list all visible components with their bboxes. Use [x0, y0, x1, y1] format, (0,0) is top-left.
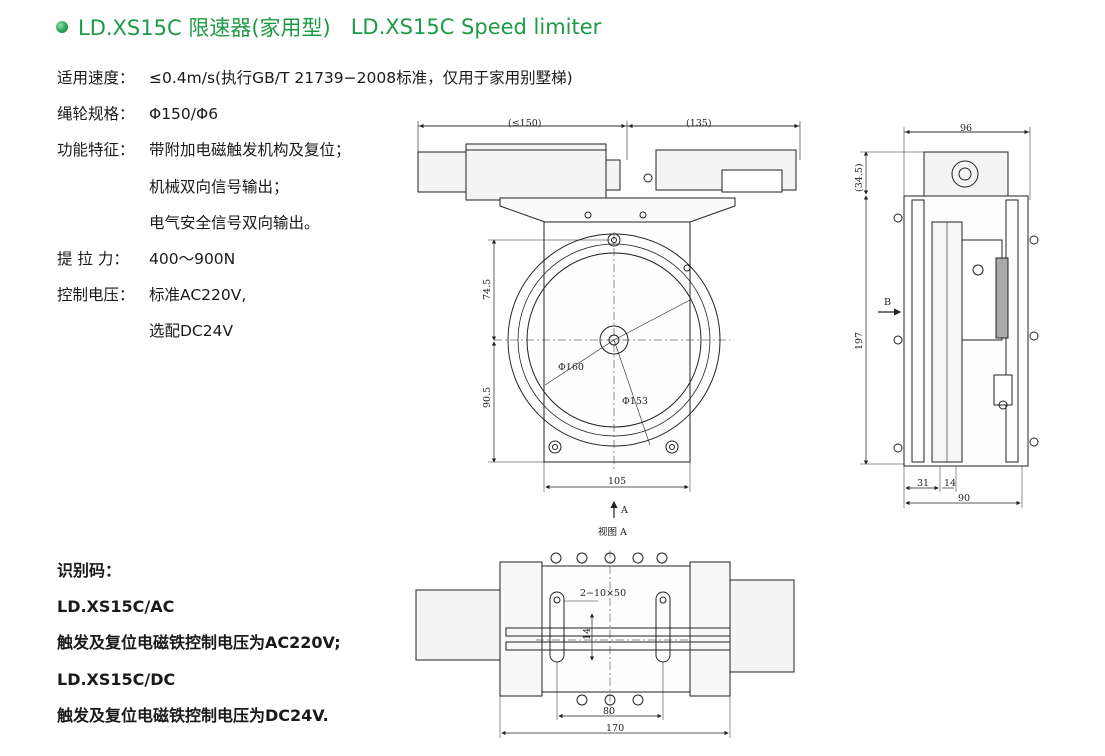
view-a-label: 视图 A [598, 526, 627, 538]
green-bullet-icon [56, 21, 68, 33]
dim-label: 90 [958, 493, 970, 504]
view-a [415, 550, 795, 738]
spec-row-continuation: 电气安全信号双向输出。 [57, 205, 573, 241]
id-line: LD.XS15C/DC [57, 669, 176, 689]
dim-label: 170 [606, 723, 624, 734]
title-english: LD.XS15C Speed limiter [350, 15, 602, 39]
dim-label: (≤150) [508, 118, 542, 129]
spec-row-voltage: 控制电压： 标准AC220V, [57, 277, 573, 313]
arrow-label: A [620, 505, 628, 516]
dim-label: 197 [854, 332, 865, 350]
spec-row-sheave: 绳轮规格： Φ150/Φ6 [57, 96, 573, 132]
spec-row-features: 功能特征： 带附加电磁触发机构及复位； [57, 132, 573, 168]
spec-row-continuation: 机械双向信号输出； [57, 169, 573, 205]
spec-label: 提 拉 力： [57, 250, 129, 269]
dim-label: 80 [603, 706, 615, 717]
id-line: 触发及复位电磁铁控制电压为DC24V. [57, 705, 329, 725]
spec-value: 带附加电磁触发机构及复位； [149, 141, 351, 160]
dim-label: 14 [944, 478, 956, 489]
slot-label: 2−10×50 [580, 588, 626, 599]
dim-label: 90.5 [482, 387, 493, 408]
spec-label: 功能特征： [57, 141, 135, 160]
front-view [417, 121, 801, 518]
spec-label: 控制电压： [57, 286, 135, 305]
spec-row-pull-force: 提 拉 力： 400～900N [57, 241, 573, 277]
spec-value: 400～900N [149, 250, 236, 269]
arrow-label: B [884, 297, 891, 308]
dim-label: 74.5 [482, 279, 493, 300]
id-heading: 识别码： [57, 561, 122, 580]
side-view [860, 127, 1039, 508]
dim-label: 14 [582, 628, 593, 640]
dim-label: 96 [960, 123, 972, 134]
dim-label: (34.5) [854, 163, 865, 192]
id-line: LD.XS15C/AC [57, 597, 175, 617]
dim-label: (135) [686, 118, 712, 129]
dim-label: 105 [608, 476, 626, 487]
spec-value: 电气安全信号双向输出。 [149, 213, 320, 232]
dim-label: 31 [917, 478, 929, 489]
spec-row-continuation: 选配DC24V [57, 313, 573, 349]
spec-value: 机械双向信号输出； [149, 177, 289, 196]
title-chinese: LD.XS15C 限速器(家用型) [78, 16, 331, 40]
spec-value: ≤0.4m/s(执行GB/T 21739−2008标准，仅用于家用别墅梯) [149, 69, 573, 87]
id-line: 触发及复位电磁铁控制电压为AC220V; [57, 633, 341, 653]
section-title: LD.XS15C 限速器(家用型) LD.XS15C Speed limiter [56, 12, 601, 42]
spec-row-speed: 适用速度： ≤0.4m/s(执行GB/T 21739−2008标准，仅用于家用别… [57, 60, 573, 96]
spec-label: 适用速度： [57, 69, 135, 87]
dim-label: Φ160 [558, 362, 584, 373]
spec-value: Φ150/Φ6 [149, 105, 219, 124]
identification-code-block: 识别码： LD.XS15C/AC 触发及复位电磁铁控制电压为AC220V; LD… [57, 553, 341, 734]
spec-value: 标准AC220V, [149, 286, 247, 305]
spec-value: 选配DC24V [149, 322, 234, 341]
spec-list: 适用速度： ≤0.4m/s(执行GB/T 21739−2008标准，仅用于家用别… [57, 60, 573, 350]
spec-label: 绳轮规格： [57, 105, 135, 124]
dim-label: Φ153 [622, 396, 648, 407]
